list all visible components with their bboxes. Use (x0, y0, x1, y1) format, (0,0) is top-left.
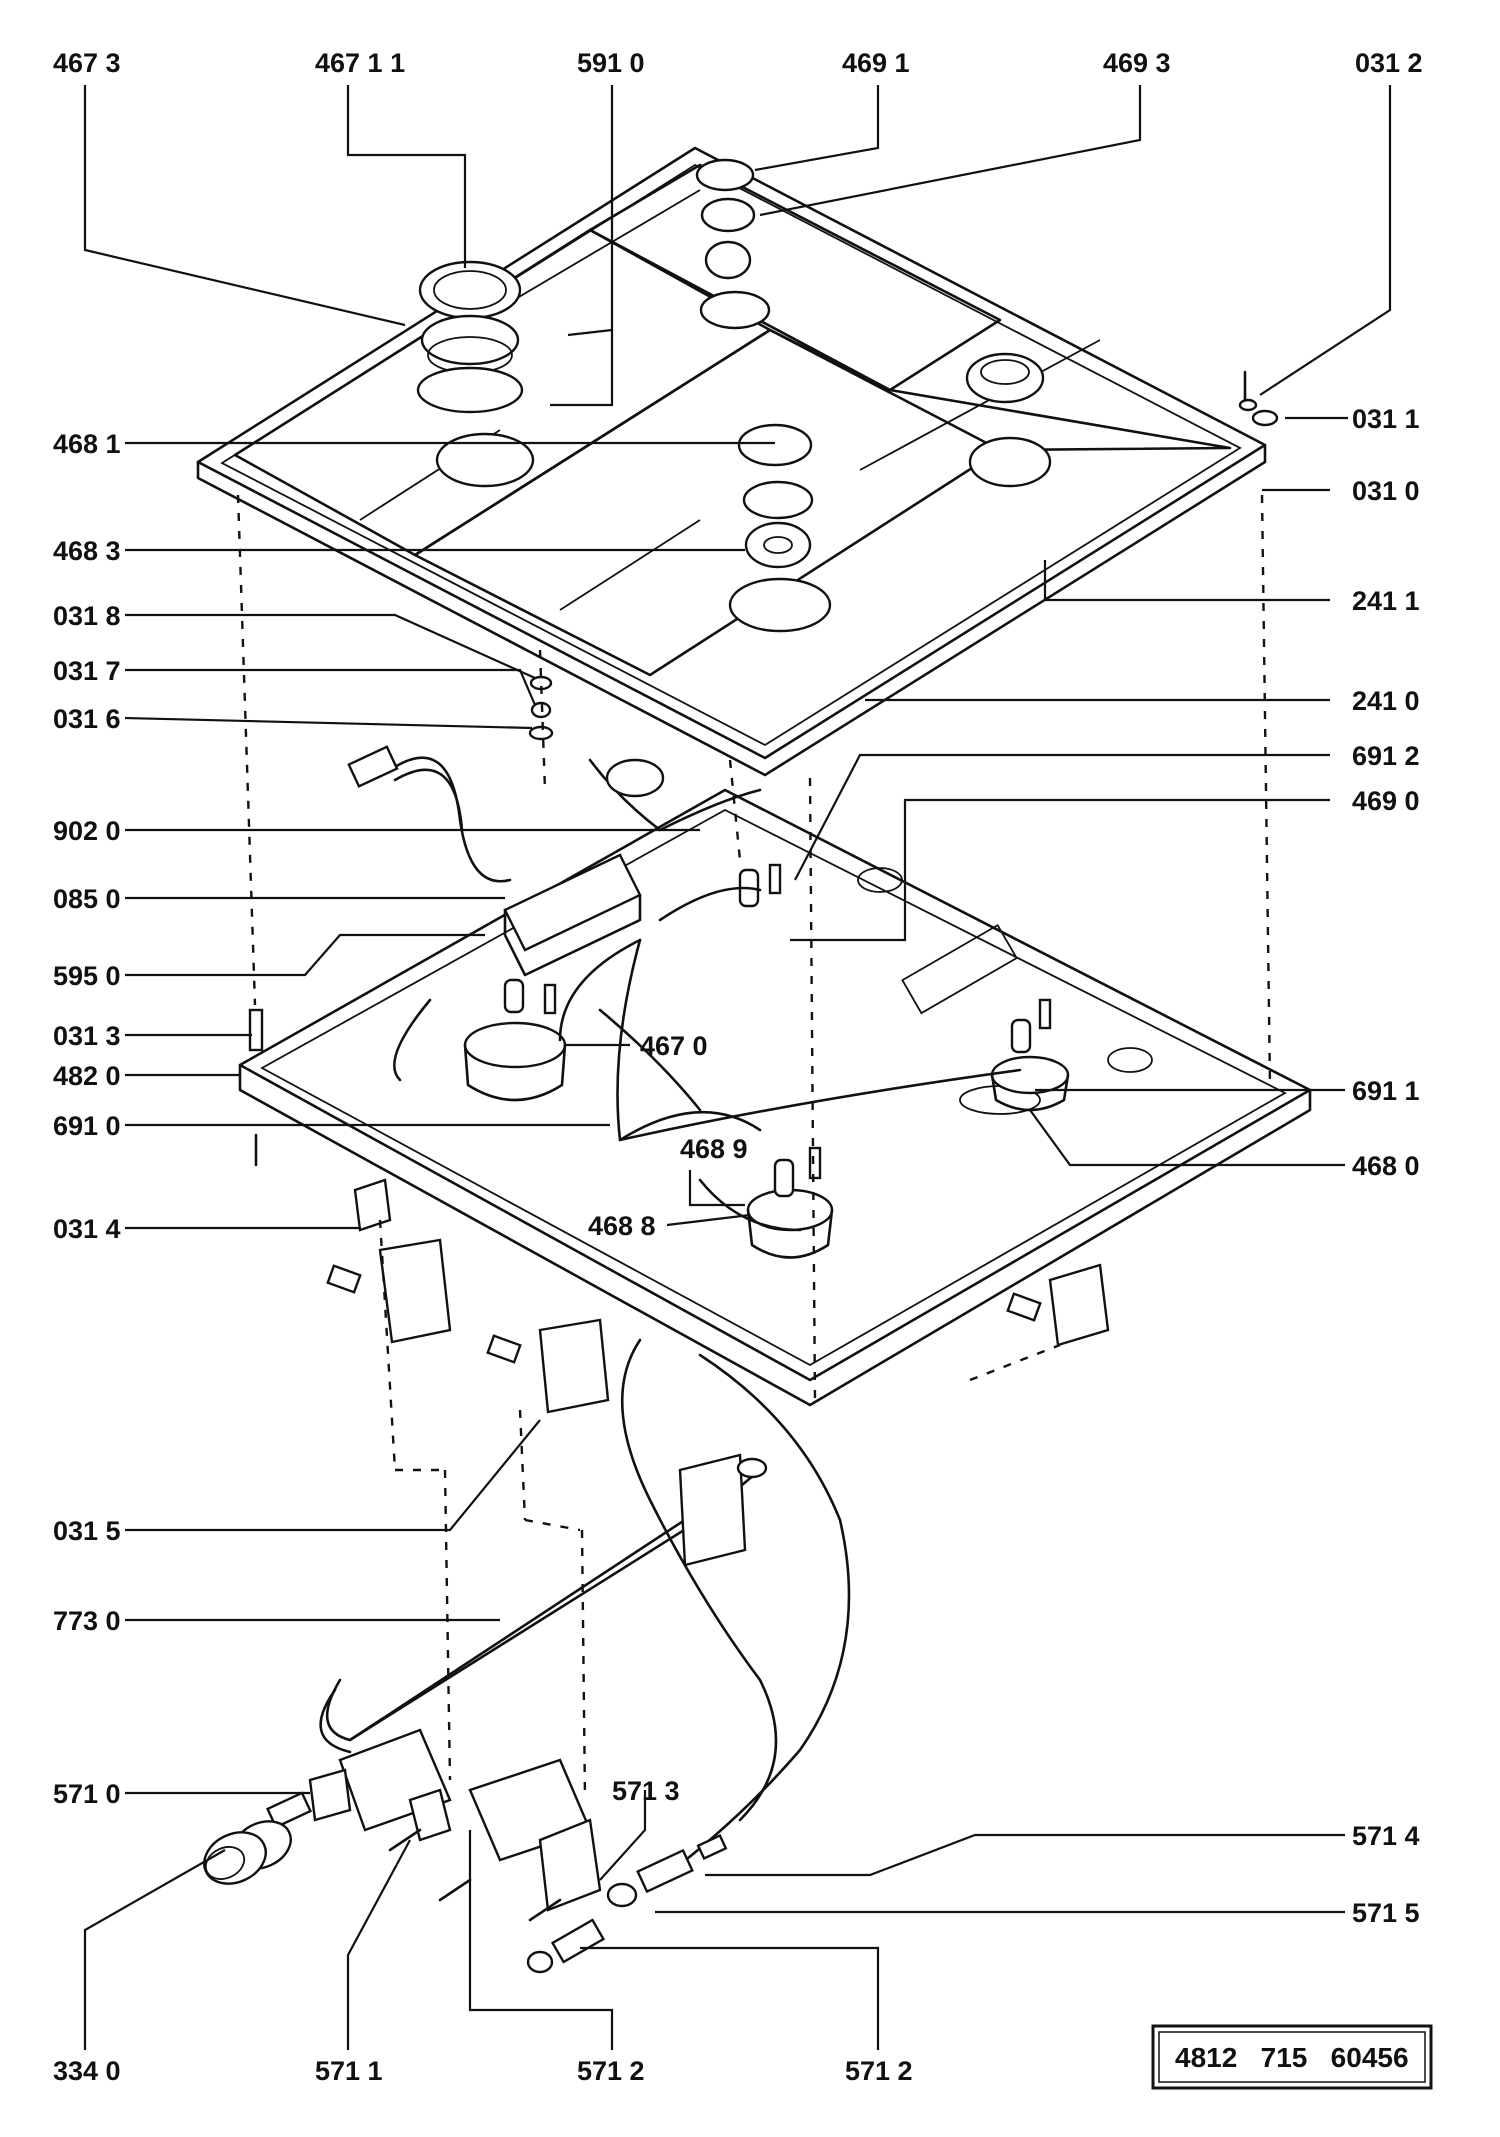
label-241-1: 241 1 (1352, 586, 1420, 616)
fixing-post (248, 1008, 264, 1167)
burner-cup (463, 1021, 1070, 1259)
drawing-code: 4812 715 60456 (1175, 2042, 1409, 2073)
label-085-0: 085 0 (53, 884, 121, 914)
label-469-1: 469 1 (842, 48, 910, 78)
part-labels: 467 3 467 1 1 591 0 469 1 469 3 031 2 03… (53, 48, 1423, 2086)
label-468-3: 468 3 (53, 536, 121, 566)
spark-generator (503, 853, 642, 977)
flexible-hose (620, 1338, 851, 1882)
fixing-screw (1238, 370, 1279, 427)
label-031-8: 031 8 (53, 601, 121, 631)
label-571-2b: 571 2 (845, 2056, 913, 2086)
label-031-4: 031 4 (53, 1214, 121, 1244)
burner-center-cap (737, 423, 814, 569)
label-469-3: 469 3 (1103, 48, 1171, 78)
mains-cable (347, 745, 762, 883)
label-595-0: 595 0 (53, 961, 121, 991)
burner-front-cap (435, 432, 832, 633)
alignment-lines (236, 494, 1272, 1801)
label-468-8: 468 8 (588, 1211, 656, 1241)
label-691-1: 691 1 (1352, 1076, 1420, 1106)
burner-medium-cap (965, 352, 1052, 488)
label-031-3: 031 3 (53, 1021, 121, 1051)
label-031-2: 031 2 (1355, 48, 1423, 78)
control-knob (203, 1820, 292, 1885)
label-031-6: 031 6 (53, 704, 121, 734)
gas-manifold-pipe (319, 1453, 768, 1754)
label-469-0: 469 0 (1352, 786, 1420, 816)
label-031-0: 031 0 (1352, 476, 1420, 506)
burner-small-cap (695, 158, 771, 330)
label-571-0: 571 0 (53, 1779, 121, 1809)
label-591-0: 591 0 (577, 48, 645, 78)
label-902-0: 902 0 (53, 816, 121, 846)
gas-tap-block (265, 1728, 602, 1922)
label-334-0: 334 0 (53, 2056, 121, 2086)
gas-nozzle-fittings (526, 1833, 728, 1974)
leader-lines (83, 85, 1392, 2050)
label-467-0: 467 0 (640, 1031, 708, 1061)
label-031-1: 031 1 (1352, 404, 1420, 434)
label-571-2a: 571 2 (577, 2056, 645, 2086)
drawing-code-box: 4812 715 60456 (1151, 2024, 1433, 2090)
label-773-0: 773 0 (53, 1606, 121, 1636)
label-482-0: 482 0 (53, 1061, 121, 1091)
label-467-11: 467 1 1 (315, 48, 405, 78)
label-468-0: 468 0 (1352, 1151, 1420, 1181)
label-031-5: 031 5 (53, 1516, 121, 1546)
fixing-bracket (326, 1178, 1110, 1414)
label-467-3: 467 3 (53, 48, 121, 78)
label-571-5: 571 5 (1352, 1898, 1420, 1928)
label-691-0: 691 0 (53, 1111, 121, 1141)
ignition-wiring (393, 886, 1022, 1232)
label-031-7: 031 7 (53, 656, 121, 686)
label-241-0: 241 0 (1352, 686, 1420, 716)
label-468-1: 468 1 (53, 429, 121, 459)
igniter-electrode (503, 863, 1052, 1198)
label-571-3: 571 3 (612, 1776, 680, 1806)
label-468-9: 468 9 (680, 1134, 748, 1164)
label-571-4: 571 4 (1352, 1821, 1420, 1851)
label-571-1: 571 1 (315, 2056, 383, 2086)
label-691-2: 691 2 (1352, 741, 1420, 771)
burner-large-cap (416, 260, 524, 414)
